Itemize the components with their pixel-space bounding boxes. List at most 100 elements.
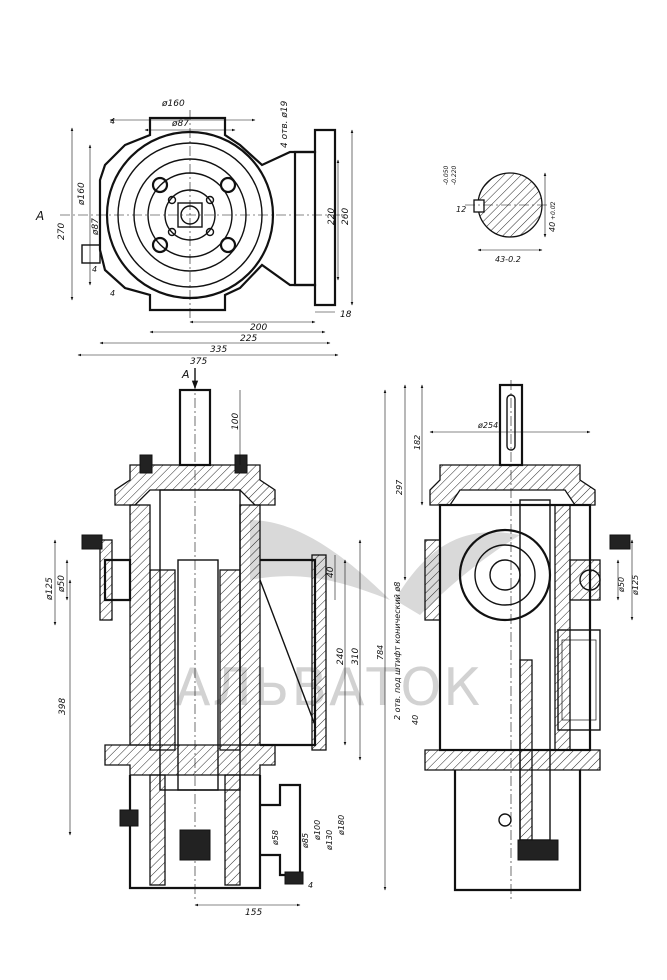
shaft-section: -0.050 -0.220 12 40 +0.02 43-0.2	[443, 165, 557, 264]
dim-784: 784	[376, 645, 385, 660]
side-flange-inner	[474, 544, 536, 606]
pin-note: 2 отв. под штифт конический ø8	[393, 582, 402, 720]
dim-310: 310	[351, 648, 361, 665]
top-view: ø160 ø87 4 отв. ø19 270 A ø160 ø87 220 2…	[35, 99, 354, 367]
cover-bolt	[234, 454, 248, 474]
bolt-hole	[151, 176, 169, 194]
side-inlet-circle	[579, 569, 601, 591]
inlet-bolt	[81, 534, 103, 550]
dim-w225: 225	[240, 334, 257, 344]
dim-d100b: ø100	[313, 820, 322, 841]
inner-hatch-left	[149, 569, 176, 751]
main-shaft	[177, 559, 219, 791]
tol-lower: -0.220	[451, 165, 458, 185]
outlet-flange	[311, 554, 327, 751]
dim-40-side: 40	[411, 715, 420, 725]
view-letter-a: A	[35, 209, 44, 223]
drain-bolt	[119, 809, 139, 827]
keyway	[473, 199, 485, 213]
dim-h220: 220	[327, 208, 337, 225]
dim-d125: ø125	[45, 577, 55, 601]
side-flange-bore	[489, 559, 521, 591]
top-side-port	[81, 244, 101, 264]
tol-upper: -0.050	[443, 165, 450, 185]
dim-d254: ø254	[477, 421, 498, 430]
side-left-flange	[424, 539, 441, 621]
dim-d160-top: ø160	[161, 99, 185, 109]
small-hole	[167, 227, 177, 237]
dim-155: 155	[245, 908, 262, 918]
dim-297: 297	[395, 479, 404, 495]
dim-100: 100	[231, 413, 241, 430]
bolt-hole	[219, 236, 237, 254]
side-base-flange	[424, 749, 601, 771]
dim-w18: 18	[340, 310, 352, 320]
right-wall	[239, 504, 261, 746]
side-wall-hatch	[554, 504, 571, 751]
left-wall	[129, 504, 151, 746]
side-inlet-bolt	[609, 534, 631, 550]
inner-hatch-right	[219, 569, 241, 751]
side-drain	[498, 813, 512, 827]
side-right-inlet	[569, 559, 601, 601]
dim-240: 240	[336, 648, 346, 665]
dim-d58: ø58	[271, 830, 280, 846]
bolt-hole	[151, 236, 169, 254]
left-inlet-flange	[99, 539, 113, 621]
dim-d130: ø130	[325, 830, 334, 851]
top-bolt-holes	[151, 176, 237, 254]
dim-182: 182	[413, 435, 422, 450]
small-hole	[205, 195, 215, 205]
dim-d50-side: ø50	[617, 577, 626, 593]
top-outlet-flange	[293, 150, 317, 287]
key-dim: 12	[456, 205, 466, 214]
dim-h270: 270	[57, 223, 67, 240]
dim-w375: 375	[190, 357, 207, 367]
dim-d85: ø85	[301, 833, 310, 849]
dim-d50: ø50	[57, 575, 67, 593]
lower-hatch-right	[224, 774, 241, 886]
dim-d87-side: ø87	[91, 218, 101, 236]
small-hole	[205, 227, 215, 237]
dim-w335: 335	[210, 345, 227, 355]
side-view: ø254 182 297 784 2 отв. под штифт кониче…	[376, 380, 640, 900]
dim-d125-side: ø125	[631, 575, 640, 596]
nameplate	[557, 629, 601, 731]
outlet-bolt	[284, 871, 304, 885]
arrow-label: A	[181, 368, 190, 381]
side-top-cover	[429, 464, 596, 506]
lower-outlet	[260, 783, 302, 877]
dim-4c: 4	[110, 289, 115, 298]
dim-4a: 4	[110, 117, 115, 126]
shaft-width: 43-0.2	[495, 255, 521, 264]
lower-hatch-left	[149, 774, 166, 886]
side-bearing	[517, 839, 559, 861]
side-lower-chamber	[453, 770, 582, 892]
dim-d160-side: ø160	[77, 182, 87, 206]
small-hole	[167, 195, 177, 205]
cover-bolt	[139, 454, 153, 474]
nameplate-inner	[561, 639, 597, 721]
dim-d87-top: ø87	[171, 119, 189, 129]
dim-4b: 4	[92, 265, 97, 274]
dim-40: 40	[326, 566, 336, 578]
outlet-diag	[259, 579, 316, 726]
base-flange	[104, 744, 276, 776]
dim-h260: 260	[341, 208, 351, 225]
top-cover	[114, 464, 276, 506]
dim-4: 4	[308, 881, 313, 890]
dim-d180: ø180	[337, 815, 346, 836]
lower-chamber	[128, 775, 262, 890]
dim-w200: 200	[250, 323, 267, 333]
top-housing-outline	[98, 116, 337, 312]
bearing	[179, 829, 211, 861]
bolt-hole	[219, 176, 237, 194]
shaft-dia: 40	[548, 222, 557, 232]
side-flange-circle	[458, 528, 552, 622]
front-view: A 100 40	[45, 368, 362, 918]
dim-398: 398	[58, 698, 68, 715]
dim-holes: 4 отв. ø19	[280, 100, 290, 148]
shaft-dia-tol: +0.02	[550, 201, 557, 220]
